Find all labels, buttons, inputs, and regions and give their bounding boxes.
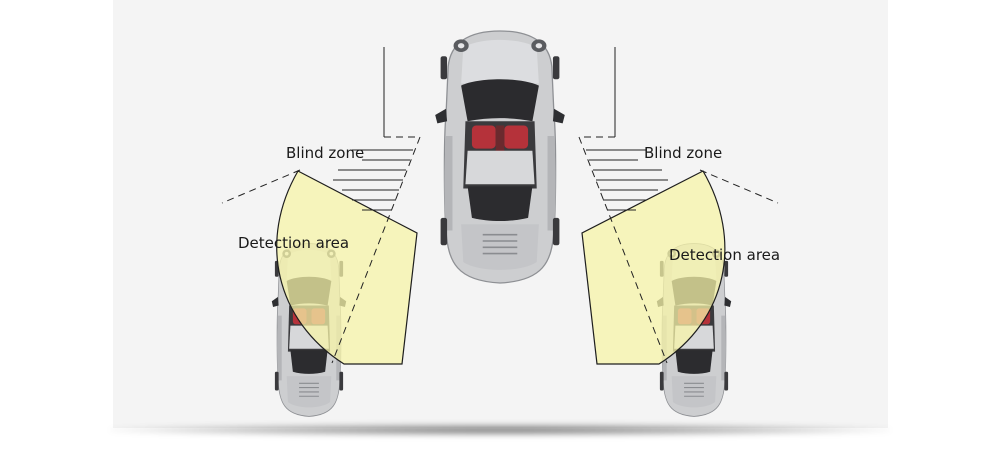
main-car-icon: [435, 31, 565, 283]
blind-zone-label-right: Blind zone: [644, 144, 722, 162]
detection-area-label-right: Detection area: [669, 246, 780, 264]
detection-area-label-left: Detection area: [238, 234, 349, 252]
blind-zone-label-left: Blind zone: [286, 144, 364, 162]
